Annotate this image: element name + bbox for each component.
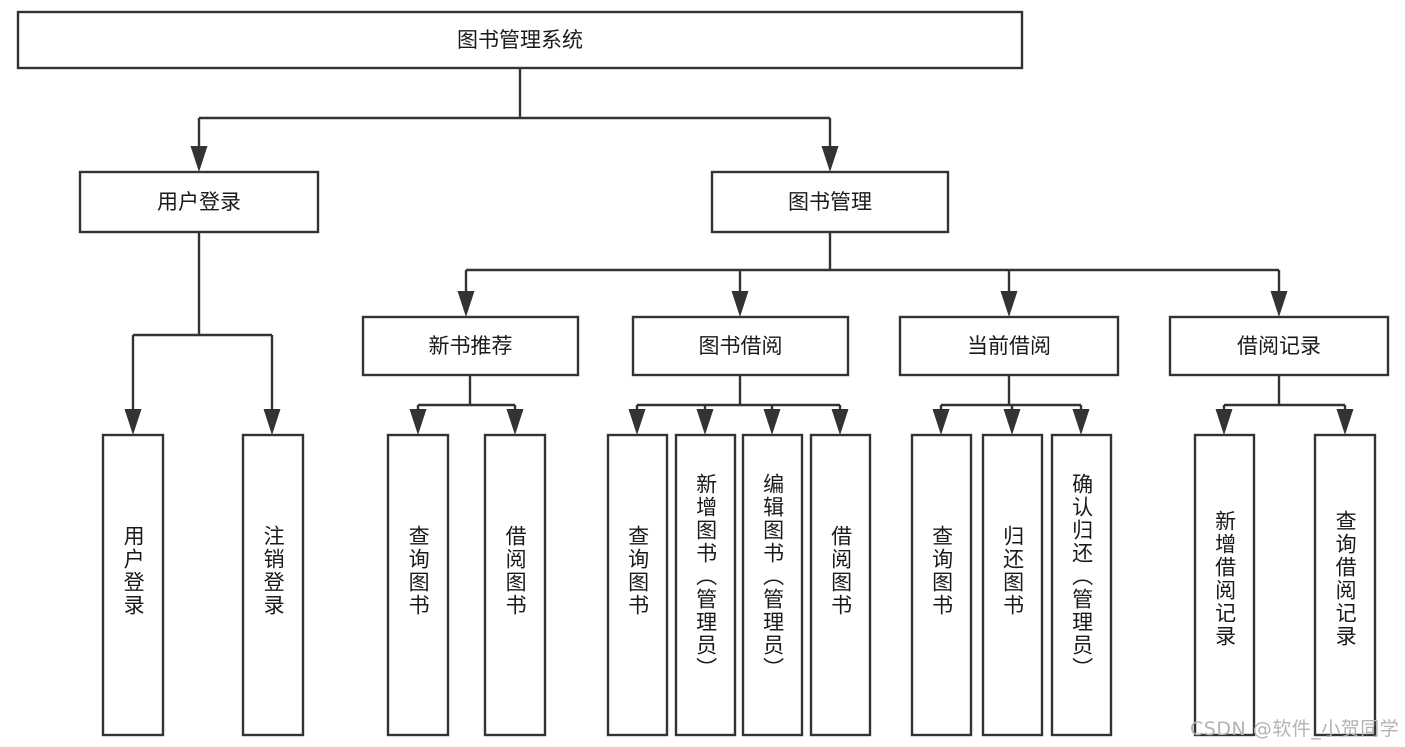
leaf-node-3-box <box>483 433 547 737</box>
leaf-node-6-box <box>741 433 804 737</box>
connector-root-to-level2 <box>190 68 839 172</box>
connector-path <box>1222 375 1347 413</box>
root-node-label: 图书管理系统 <box>457 28 583 52</box>
root-node-box <box>16 10 1024 70</box>
leaf-node-8-box <box>910 433 973 737</box>
level2-node-1-box <box>710 170 950 234</box>
connector-path <box>131 232 274 413</box>
arrow-head-icon <box>763 409 781 435</box>
arrow-head-icon <box>506 409 524 435</box>
level3-node-2-box <box>898 315 1120 377</box>
arrow-head-icon <box>1000 291 1018 317</box>
connector-borrow-to-leaves <box>628 375 849 435</box>
arrow-head-icon <box>932 409 950 435</box>
level2-node-0-label: 用户登录 <box>157 190 241 214</box>
arrow-head-icon <box>124 409 142 435</box>
leaf-node-7-box <box>809 433 872 737</box>
leaf-node-4-box <box>606 433 669 737</box>
connector-current-to-leaves <box>932 375 1090 435</box>
connector-bookmgmt-to-level3 <box>457 232 1288 317</box>
arrow-head-icon <box>457 291 475 317</box>
level3-node-1-box <box>631 315 850 377</box>
connector-layer <box>124 68 1354 435</box>
connector-newbook-to-leaves <box>409 375 524 435</box>
connector-path <box>939 375 1083 413</box>
arrow-head-icon <box>731 291 749 317</box>
leaf-node-12-box <box>1313 433 1377 737</box>
connector-path <box>197 68 832 150</box>
leaf-node-2-box <box>386 433 450 737</box>
level2-node-0-box <box>78 170 320 234</box>
leaf-node-11-box <box>1193 433 1256 737</box>
connector-path <box>464 232 1281 295</box>
connector-record-to-leaves <box>1215 375 1354 435</box>
arrow-head-icon <box>1270 291 1288 317</box>
connector-path <box>416 375 517 413</box>
leaf-node-5-box <box>674 433 737 737</box>
arrow-head-icon <box>1003 409 1021 435</box>
level3-node-0-label: 新书推荐 <box>429 334 513 358</box>
arrow-head-icon <box>831 409 849 435</box>
arrow-head-icon <box>1215 409 1233 435</box>
leaf-node-9-box <box>981 433 1044 737</box>
watermark-text: CSDN @软件_小贺同学 <box>1190 718 1400 740</box>
level3-node-2-label: 当前借阅 <box>967 334 1051 358</box>
arrow-head-icon <box>263 409 281 435</box>
arrow-head-icon <box>628 409 646 435</box>
arrow-head-icon <box>1072 409 1090 435</box>
arrow-head-icon <box>1336 409 1354 435</box>
level3-node-1-label: 图书借阅 <box>699 334 783 358</box>
node-box-layer <box>16 10 1390 737</box>
level3-node-0-box <box>361 315 580 377</box>
connector-path <box>635 375 842 413</box>
leaf-node-0-box <box>101 433 165 737</box>
arrow-head-icon <box>409 409 427 435</box>
arrow-head-icon <box>190 146 208 172</box>
level3-node-3-label: 借阅记录 <box>1237 334 1321 358</box>
level3-node-3-box <box>1168 315 1390 377</box>
level2-node-1-label: 图书管理 <box>788 190 872 214</box>
leaf-node-1-box <box>241 433 305 737</box>
arrow-head-icon <box>821 146 839 172</box>
leaf-node-10-box <box>1050 433 1113 737</box>
arrow-head-icon <box>696 409 714 435</box>
connector-userlogin-to-leaves <box>124 232 281 435</box>
